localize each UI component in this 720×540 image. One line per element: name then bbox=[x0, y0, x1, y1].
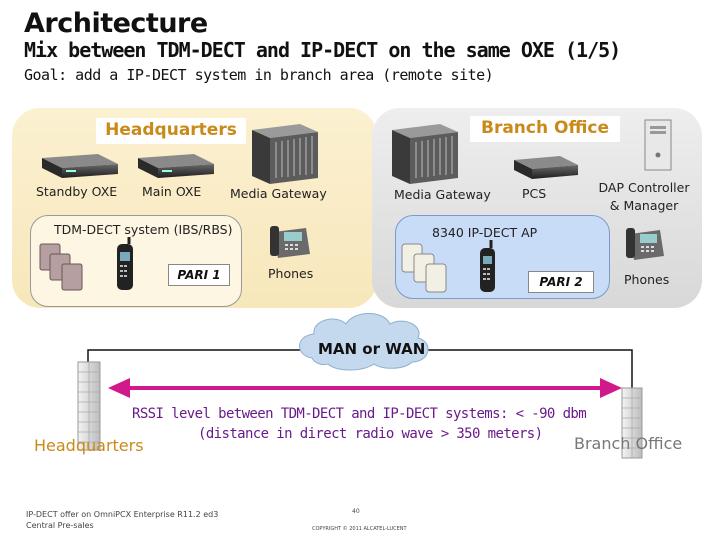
cloud-icon bbox=[299, 313, 429, 371]
page-subtitle: Mix between TDM-DECT and IP-DECT on the … bbox=[24, 38, 621, 62]
desk-phone-icon bbox=[626, 228, 664, 260]
footer-subtitle: Central Pre-sales bbox=[26, 521, 94, 530]
pcs-label: PCS bbox=[522, 186, 547, 201]
hq-media-gateway-label: Media Gateway bbox=[230, 186, 327, 201]
hq-site-label: Headquarters bbox=[34, 436, 144, 455]
pcs-server-icon bbox=[514, 156, 578, 179]
ip-dect-ap-label: 8340 IP-DECT AP bbox=[432, 225, 538, 240]
standby-oxe-label: Standby OXE bbox=[36, 184, 118, 199]
branch-media-gateway-icon bbox=[392, 124, 458, 184]
branch-phones-label: Phones bbox=[624, 272, 670, 287]
branch-media-gateway-label: Media Gateway bbox=[394, 187, 491, 202]
hq-phones-label: Phones bbox=[268, 266, 314, 281]
dap-controller-label: DAP Controller bbox=[598, 180, 690, 195]
main-oxe-server-icon bbox=[138, 154, 214, 178]
pari-2-badge: PARI 2 bbox=[528, 271, 594, 293]
footer-title: IP-DECT offer on OmniPCX Enterprise R11.… bbox=[26, 510, 219, 519]
access-point-icon bbox=[401, 243, 447, 293]
headquarters-label: Headquarters bbox=[105, 120, 237, 140]
branch-office-label-box bbox=[470, 116, 620, 142]
base-station-icon bbox=[39, 243, 83, 291]
desk-phone-icon bbox=[270, 226, 310, 258]
standby-oxe-server-icon bbox=[42, 154, 118, 178]
distance-arrow bbox=[108, 378, 622, 398]
dap-manager-label: & Manager bbox=[609, 198, 679, 213]
headquarters-label-box bbox=[96, 118, 246, 144]
building-icon bbox=[621, 387, 643, 459]
branch-office-label: Branch Office bbox=[480, 118, 610, 138]
building-icon bbox=[77, 361, 101, 451]
tdm-dect-system-label: TDM-DECT system (IBS/RBS) bbox=[50, 222, 237, 237]
branch-site-label: Branch Office bbox=[574, 434, 683, 453]
man-wan-label: MAN or WAN bbox=[318, 340, 426, 358]
goal-text: Goal: add a IP-DECT system in branch are… bbox=[24, 66, 494, 84]
copyright-text: COPYRIGHT © 2011 ALCATEL-LUCENT bbox=[312, 526, 407, 532]
rssi-distance-text: (distance in direct radio wave > 350 met… bbox=[198, 426, 543, 442]
pc-tower-icon bbox=[644, 119, 672, 171]
pari-1-badge: PARI 1 bbox=[168, 264, 230, 286]
page-number: 40 bbox=[352, 508, 360, 515]
dect-handset-icon bbox=[117, 236, 133, 290]
page-title: Architecture bbox=[24, 8, 208, 39]
dect-handset-icon bbox=[480, 240, 495, 292]
rssi-level-text: RSSI level between TDM-DECT and IP-DECT … bbox=[132, 406, 587, 422]
hq-media-gateway-icon bbox=[252, 124, 318, 184]
main-oxe-label: Main OXE bbox=[142, 184, 202, 199]
